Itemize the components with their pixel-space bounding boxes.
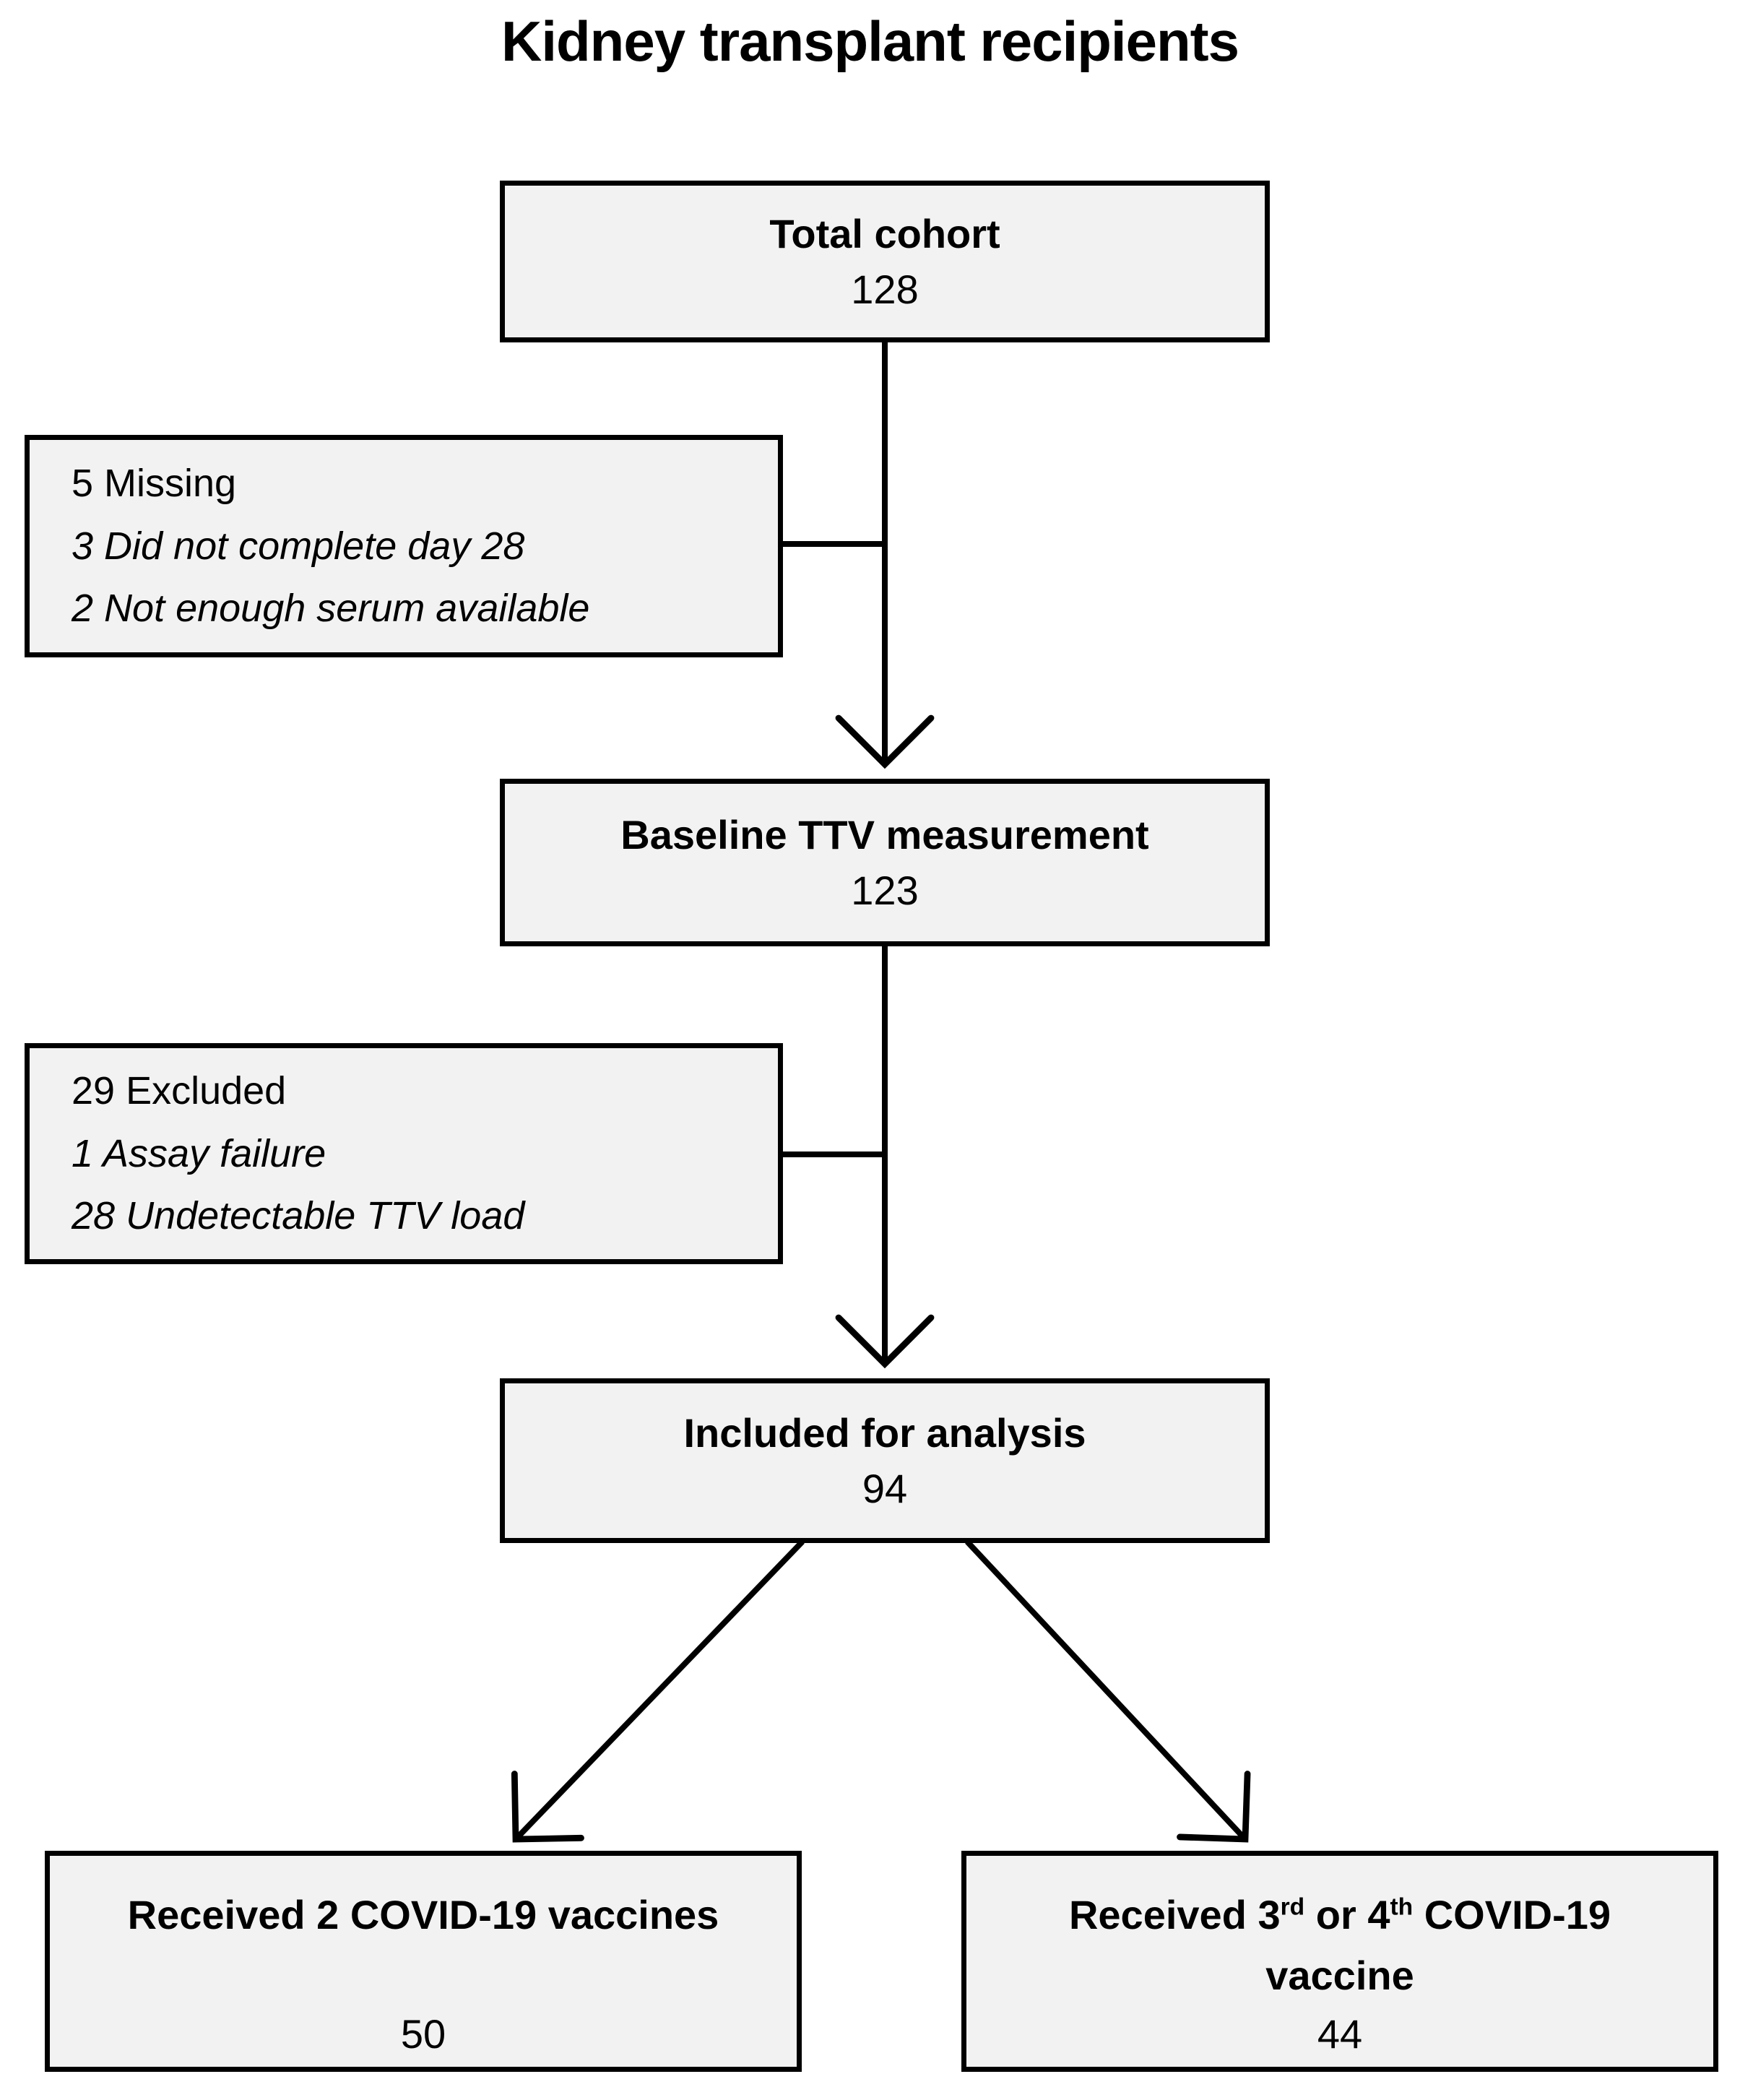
included-label: Included for analysis — [683, 1409, 1086, 1456]
excluded-reason-line: 1 Assay failure — [72, 1131, 326, 1175]
excluded-reason-line: 28 Undetectable TTV load — [72, 1194, 525, 1238]
box-baseline-ttv: Baseline TTV measurement 123 — [500, 779, 1270, 946]
missing-reason-line: 2 Not enough serum available — [72, 587, 590, 631]
label-text: or 4 — [1304, 1892, 1390, 1937]
baseline-ttv-count: 123 — [851, 868, 919, 913]
excluded-summary-line: 29 Excluded — [72, 1069, 287, 1113]
included-count: 94 — [862, 1466, 908, 1511]
ordinal-superscript: th — [1390, 1893, 1414, 1921]
box-missing: 5 Missing 3 Did not complete day 28 2 No… — [25, 435, 783, 657]
three-four-vaccines-label: Received 3rd or 4th COVID-19 vaccine — [995, 1885, 1684, 2006]
total-cohort-label: Total cohort — [769, 210, 1000, 256]
ordinal-superscript: rd — [1280, 1893, 1305, 1921]
label-text: Received 3 — [1068, 1892, 1281, 1937]
label-text: COVID-19 vaccine — [1265, 1892, 1611, 1998]
two-vaccines-count: 50 — [400, 2011, 446, 2057]
box-total-cohort: Total cohort 128 — [500, 181, 1270, 342]
missing-reason-line: 3 Did not complete day 28 — [72, 524, 525, 568]
total-cohort-count: 128 — [851, 267, 919, 312]
missing-summary-line: 5 Missing — [72, 462, 237, 506]
box-excluded: 29 Excluded 1 Assay failure 28 Undetecta… — [25, 1043, 783, 1264]
baseline-ttv-label: Baseline TTV measurement — [620, 811, 1149, 857]
box-included: Included for analysis 94 — [500, 1378, 1270, 1543]
three-four-vaccines-count: 44 — [1317, 2011, 1363, 2057]
box-three-four-vaccines: Received 3rd or 4th COVID-19 vaccine 44 — [961, 1851, 1718, 2072]
connector-included-to-two-vaccines — [511, 1539, 805, 1843]
diagram-title: Kidney transplant recipients — [501, 9, 1239, 73]
box-two-vaccines: Received 2 COVID-19 vaccines 50 — [45, 1851, 802, 2072]
connector-included-to-three-four-vaccines — [965, 1539, 1251, 1843]
two-vaccines-label: Received 2 COVID-19 vaccines — [127, 1892, 719, 1937]
